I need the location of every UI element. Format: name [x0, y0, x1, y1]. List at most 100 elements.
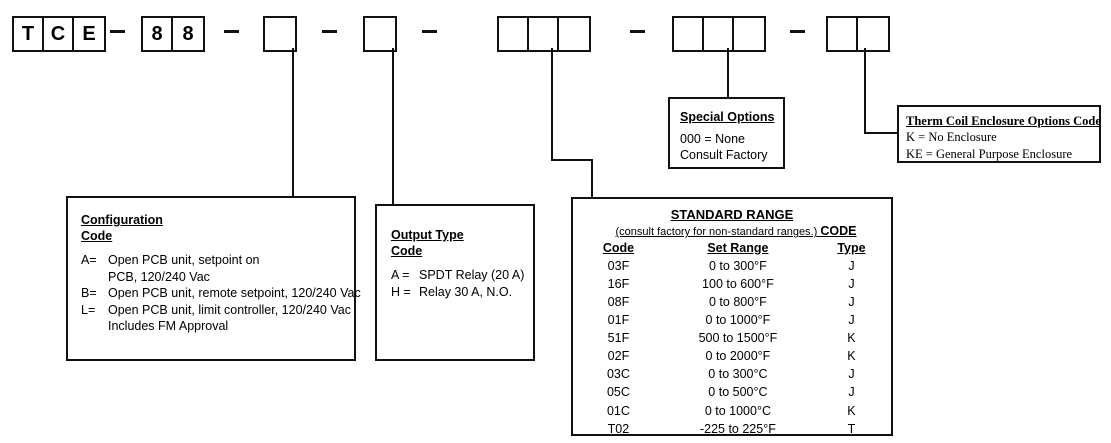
- range-cell-set-range: 0 to 300°C: [708, 367, 768, 382]
- part-number-group-series[interactable]: 8 8: [141, 16, 205, 52]
- range-cell-set-range: 0 to 300°F: [709, 258, 767, 273]
- output-type-option-a-code: A =: [391, 268, 410, 282]
- range-cell-set-range: 0 to 2000°F: [705, 349, 771, 364]
- configuration-option-b: B= Open PCB unit, remote setpoint, 120/2…: [81, 285, 361, 302]
- range-cell-code: 03F: [607, 258, 630, 273]
- pn-cell-prefix-2[interactable]: C: [44, 18, 74, 50]
- part-number-group-output-type[interactable]: [363, 16, 397, 52]
- range-cell-type: J: [848, 258, 855, 273]
- leader-line-range-seg3: [591, 159, 593, 201]
- pn-cell-special-2[interactable]: [704, 18, 734, 50]
- output-type-option-a: A = SPDT Relay (20 A): [391, 267, 533, 284]
- pn-cell-range-2[interactable]: [529, 18, 559, 50]
- range-cell-code: 08F: [607, 294, 630, 309]
- special-options-line-2: Consult Factory: [680, 148, 768, 163]
- part-number-group-standard-range[interactable]: [497, 16, 591, 52]
- separator-dash-1: [110, 30, 125, 33]
- output-type-option-a-text: SPDT Relay (20 A): [419, 268, 525, 282]
- range-cell-type: K: [847, 331, 856, 346]
- range-cell-code: 02F: [607, 349, 630, 364]
- pn-cell-series-1[interactable]: 8: [143, 18, 173, 50]
- table-row: 01C 0 to 1000°C K: [573, 402, 891, 420]
- range-cell-set-range: 500 to 1500°F: [698, 331, 778, 346]
- range-cell-set-range: -225 to 225°F: [699, 421, 776, 436]
- special-options-info-box: Special Options 000 = None Consult Facto…: [668, 97, 785, 169]
- range-cell-type: K: [847, 349, 856, 364]
- standard-range-info-box: STANDARD RANGE (consult factory for non-…: [571, 197, 893, 436]
- range-cell-set-range: 0 to 500°C: [708, 385, 768, 400]
- separator-dash-4: [422, 30, 437, 33]
- range-cell-code: 01C: [606, 403, 630, 418]
- range-cell-type: J: [848, 312, 855, 327]
- output-type-option-h-code: H =: [391, 284, 411, 299]
- configuration-option-a-cont: PCB, 120/240 Vac: [108, 269, 210, 284]
- separator-dash-5: [630, 30, 645, 33]
- configuration-option-a-text: Open PCB unit, setpoint on: [108, 253, 260, 267]
- special-options-line-1: 000 = None: [680, 132, 745, 146]
- range-cell-code: 01F: [607, 312, 630, 327]
- range-cell-set-range: 100 to 600°F: [702, 276, 774, 291]
- standard-range-col-range: Set Range: [707, 240, 769, 255]
- pn-cell-special-1[interactable]: [674, 18, 704, 50]
- enclosure-options-line-2: KE = General Purpose Enclosure: [906, 146, 1073, 161]
- range-cell-set-range: 0 to 1000°C: [704, 403, 771, 418]
- leader-line-special-options: [727, 48, 729, 99]
- configuration-info-box: Configuration Code A= Open PCB unit, set…: [66, 196, 361, 361]
- range-cell-code: 03C: [606, 367, 630, 382]
- pn-cell-prefix-3[interactable]: E: [82, 23, 96, 45]
- range-cell-type: J: [848, 276, 855, 291]
- part-number-group-prefix[interactable]: T C E: [12, 16, 106, 52]
- configuration-option-l-code: L=: [81, 302, 96, 317]
- configuration-option-l-text: Open PCB unit, limit controller, 120/240…: [108, 302, 351, 317]
- standard-range-title: STANDARD RANGE: [670, 207, 794, 222]
- standard-range-header-row: Code Set Range Type: [573, 241, 891, 257]
- separator-dash-3: [322, 30, 337, 33]
- output-type-option-h-text: Relay 30 A, N.O.: [419, 284, 513, 299]
- range-cell-code: 51F: [607, 331, 630, 346]
- configuration-option-l: L= Open PCB unit, limit controller, 120/…: [81, 302, 354, 319]
- enclosure-options-info-box: Therm Coil Enclosure Options Code K = No…: [897, 105, 1101, 163]
- configuration-subtitle: Code: [81, 229, 113, 243]
- pn-cell-configuration[interactable]: [265, 18, 295, 50]
- standard-range-col-code: Code: [602, 240, 635, 255]
- part-number-group-enclosure[interactable]: [826, 16, 890, 52]
- pn-cell-range-1[interactable]: [499, 18, 529, 50]
- part-number-group-special-options[interactable]: [672, 16, 766, 52]
- range-cell-type: K: [847, 403, 856, 418]
- separator-dash-6: [790, 30, 805, 33]
- pn-cell-special-3[interactable]: [734, 18, 764, 50]
- table-row: 03C 0 to 300°C J: [573, 365, 891, 383]
- enclosure-options-title: Therm Coil Enclosure Options Code: [906, 114, 1101, 128]
- output-type-subtitle: Code: [391, 244, 423, 258]
- configuration-option-a: A= Open PCB unit, setpoint on: [81, 252, 354, 269]
- table-row: 02F 0 to 2000°F K: [573, 347, 891, 365]
- pn-cell-output-type[interactable]: [365, 18, 395, 50]
- output-type-title: Output Type: [391, 228, 464, 242]
- leader-line-range-seg2: [551, 159, 593, 161]
- range-cell-type: J: [848, 367, 855, 382]
- configuration-title: Configuration: [81, 213, 163, 227]
- configuration-option-b-text: Open PCB unit, remote setpoint, 120/240 …: [108, 286, 361, 300]
- range-cell-type: J: [848, 294, 855, 309]
- standard-range-subtitle: (consult factory for non-standard ranges…: [615, 226, 818, 239]
- leader-line-enclosure-seg2: [864, 132, 901, 134]
- configuration-option-l-cont: Includes FM Approval: [108, 319, 229, 333]
- pn-cell-enclosure-1[interactable]: [828, 18, 858, 50]
- pn-cell-range-3[interactable]: [559, 18, 589, 50]
- part-number-group-configuration[interactable]: [263, 16, 297, 52]
- leader-line-enclosure-seg1: [864, 48, 866, 134]
- pn-cell-series-2[interactable]: 8: [182, 23, 194, 45]
- leader-line-output-type: [392, 48, 394, 206]
- range-cell-set-range: 0 to 800°F: [709, 294, 767, 309]
- range-cell-type: J: [848, 385, 855, 400]
- pn-cell-enclosure-2[interactable]: [858, 18, 888, 50]
- configuration-option-b-code: B=: [81, 286, 97, 300]
- special-options-title: Special Options: [680, 110, 775, 124]
- pn-cell-prefix-1[interactable]: T: [14, 18, 44, 50]
- leader-line-range-seg1: [551, 48, 553, 161]
